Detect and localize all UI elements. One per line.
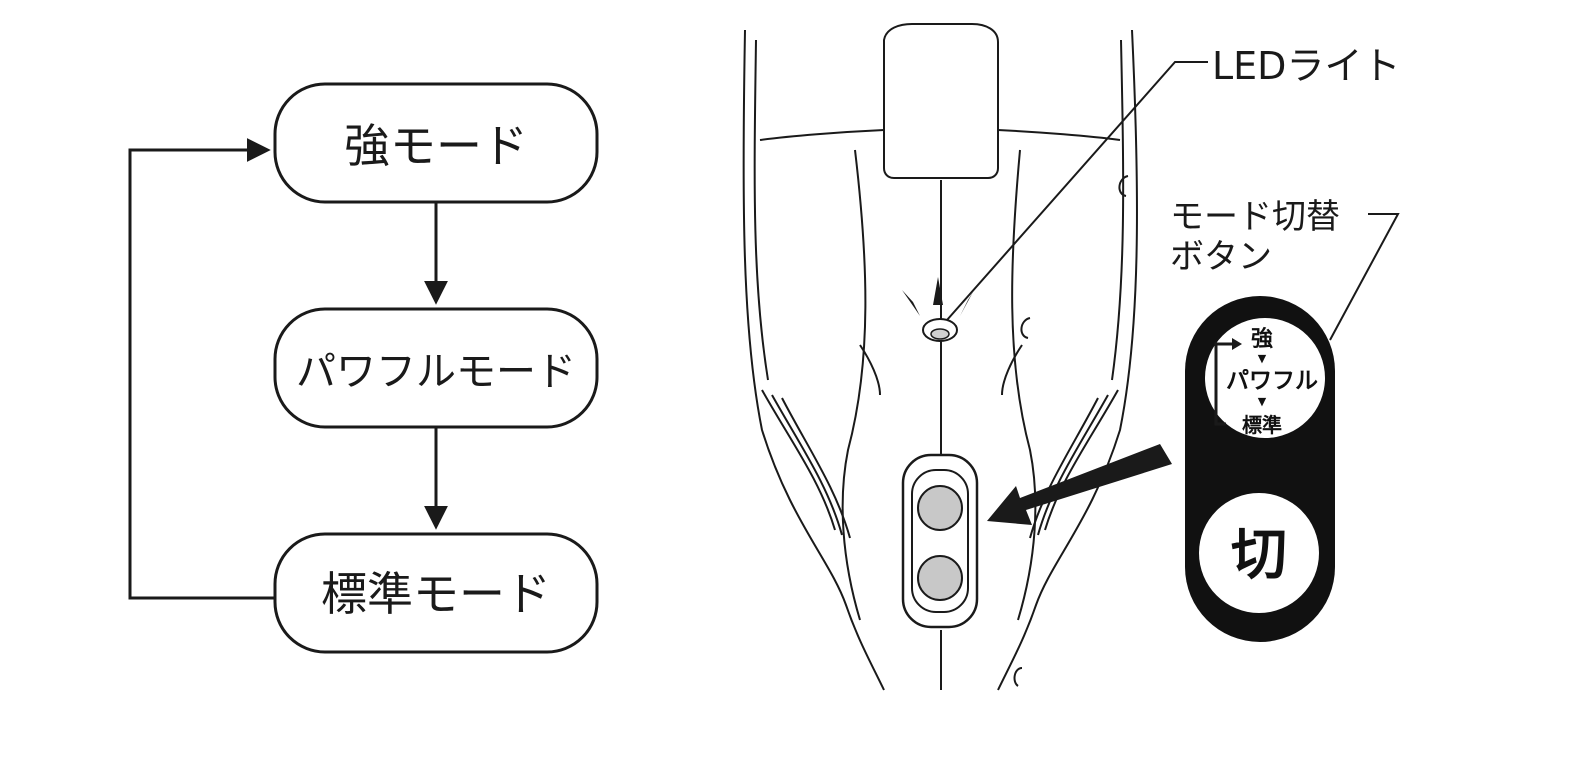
led-light-label: LEDライト bbox=[1212, 44, 1400, 88]
panel-strong-label: 強 bbox=[1251, 326, 1273, 352]
button-panel-enlarged: 強 ▼ パワフル ▼ 標準 切 bbox=[1185, 296, 1335, 642]
powerful-mode-box: パワフルモード bbox=[273, 307, 599, 429]
panel-down-marker-1: ▼ bbox=[1258, 352, 1267, 365]
off-button[interactable]: 切 bbox=[1199, 493, 1319, 613]
strong-mode-box: 強モード bbox=[273, 82, 599, 204]
panel-powerful-label: パワフル bbox=[1226, 368, 1318, 394]
powerful-mode-label: パワフルモード bbox=[296, 349, 576, 395]
panel-down-marker-2: ▼ bbox=[1258, 395, 1267, 408]
standard-mode-label: 標準モード bbox=[321, 567, 551, 621]
strong-mode-label: 強モード bbox=[344, 119, 528, 173]
standard-mode-box: 標準モード bbox=[273, 532, 599, 654]
led-light-callout: LEDライト bbox=[946, 44, 1400, 321]
lower-button[interactable] bbox=[917, 555, 963, 601]
upper-button[interactable] bbox=[917, 485, 963, 531]
arrow-standard-back-to-strong bbox=[128, 138, 275, 600]
handle-top-block bbox=[883, 23, 999, 179]
mode-switch-label-line2: ボタン bbox=[1170, 237, 1272, 277]
mode-switch-label-line1: モード切替 bbox=[1170, 197, 1340, 237]
mode-switch-button[interactable]: 強 ▼ パワフル ▼ 標準 bbox=[1205, 318, 1325, 438]
led-light-icon bbox=[902, 277, 973, 342]
cycle-bracket-icon bbox=[1214, 342, 1234, 426]
zoom-arrow bbox=[987, 444, 1172, 525]
mode-flowchart: 強モード パワフルモード 標準モード bbox=[128, 82, 599, 654]
panel-standard-label: 標準 bbox=[1242, 413, 1282, 437]
panel-off-label: 切 bbox=[1231, 523, 1287, 588]
mode-switch-button-on-body[interactable] bbox=[901, 453, 979, 629]
mode-switch-callout: モード切替 ボタン bbox=[1170, 197, 1400, 341]
cleaner-illustration bbox=[742, 23, 1138, 691]
